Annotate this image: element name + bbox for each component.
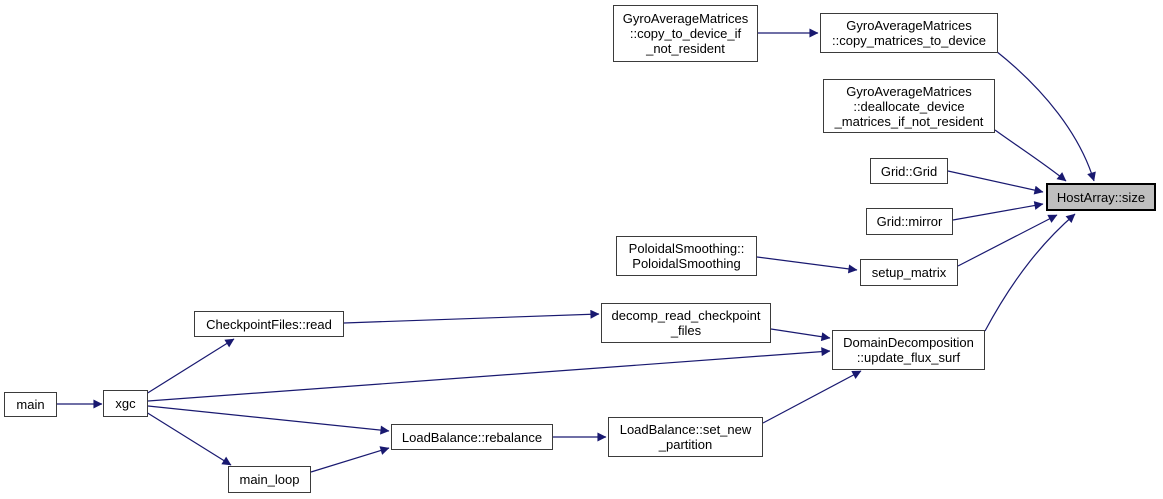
- edge-poloidal-setup_matrix: [756, 256, 858, 274]
- node-copy_matrices[interactable]: GyroAverageMatrices ::copy_matrices_to_d…: [820, 13, 998, 53]
- node-deallocate[interactable]: GyroAverageMatrices ::deallocate_device …: [823, 79, 995, 133]
- edge-decomp_read-update_flux: [770, 328, 831, 342]
- edge-xgc-rebalance: [147, 405, 390, 435]
- node-hostarray: HostArray::size: [1046, 183, 1156, 211]
- edge-set_new-update_flux: [762, 370, 862, 424]
- node-main_loop[interactable]: main_loop: [228, 466, 311, 493]
- edge-xgc-main_loop: [145, 411, 232, 466]
- node-setup_matrix[interactable]: setup_matrix: [860, 259, 958, 286]
- node-checkpoint_read[interactable]: CheckpointFiles::read: [194, 311, 344, 337]
- node-update_flux[interactable]: DomainDecomposition ::update_flux_surf: [832, 330, 985, 370]
- edge-deallocate-hostarray: [994, 129, 1067, 182]
- edge-xgc-update_flux: [147, 347, 831, 402]
- node-decomp_read[interactable]: decomp_read_checkpoint _files: [601, 303, 771, 343]
- node-rebalance[interactable]: LoadBalance::rebalance: [391, 424, 553, 450]
- node-xgc[interactable]: xgc: [103, 390, 148, 417]
- node-grid_mirror[interactable]: Grid::mirror: [866, 208, 953, 235]
- node-copy_to_device[interactable]: GyroAverageMatrices ::copy_to_device_if …: [613, 5, 758, 62]
- edge-checkpoint_read-decomp_read: [343, 309, 600, 324]
- edge-xgc-checkpoint_read: [145, 338, 235, 395]
- edge-grid_mirror-hostarray: [952, 201, 1044, 221]
- edge-grid_grid-hostarray: [947, 170, 1044, 195]
- edge-update_flux-hostarray: [984, 213, 1076, 332]
- node-grid_grid[interactable]: Grid::Grid: [870, 158, 948, 184]
- node-main[interactable]: main: [4, 392, 57, 417]
- edge-main_loop-rebalance: [310, 446, 390, 473]
- node-set_new[interactable]: LoadBalance::set_new _partition: [608, 417, 763, 457]
- node-poloidal[interactable]: PoloidalSmoothing:: PoloidalSmoothing: [616, 236, 757, 276]
- edge-copy_matrices-hostarray: [995, 50, 1096, 182]
- edge-setup_matrix-hostarray: [957, 214, 1058, 267]
